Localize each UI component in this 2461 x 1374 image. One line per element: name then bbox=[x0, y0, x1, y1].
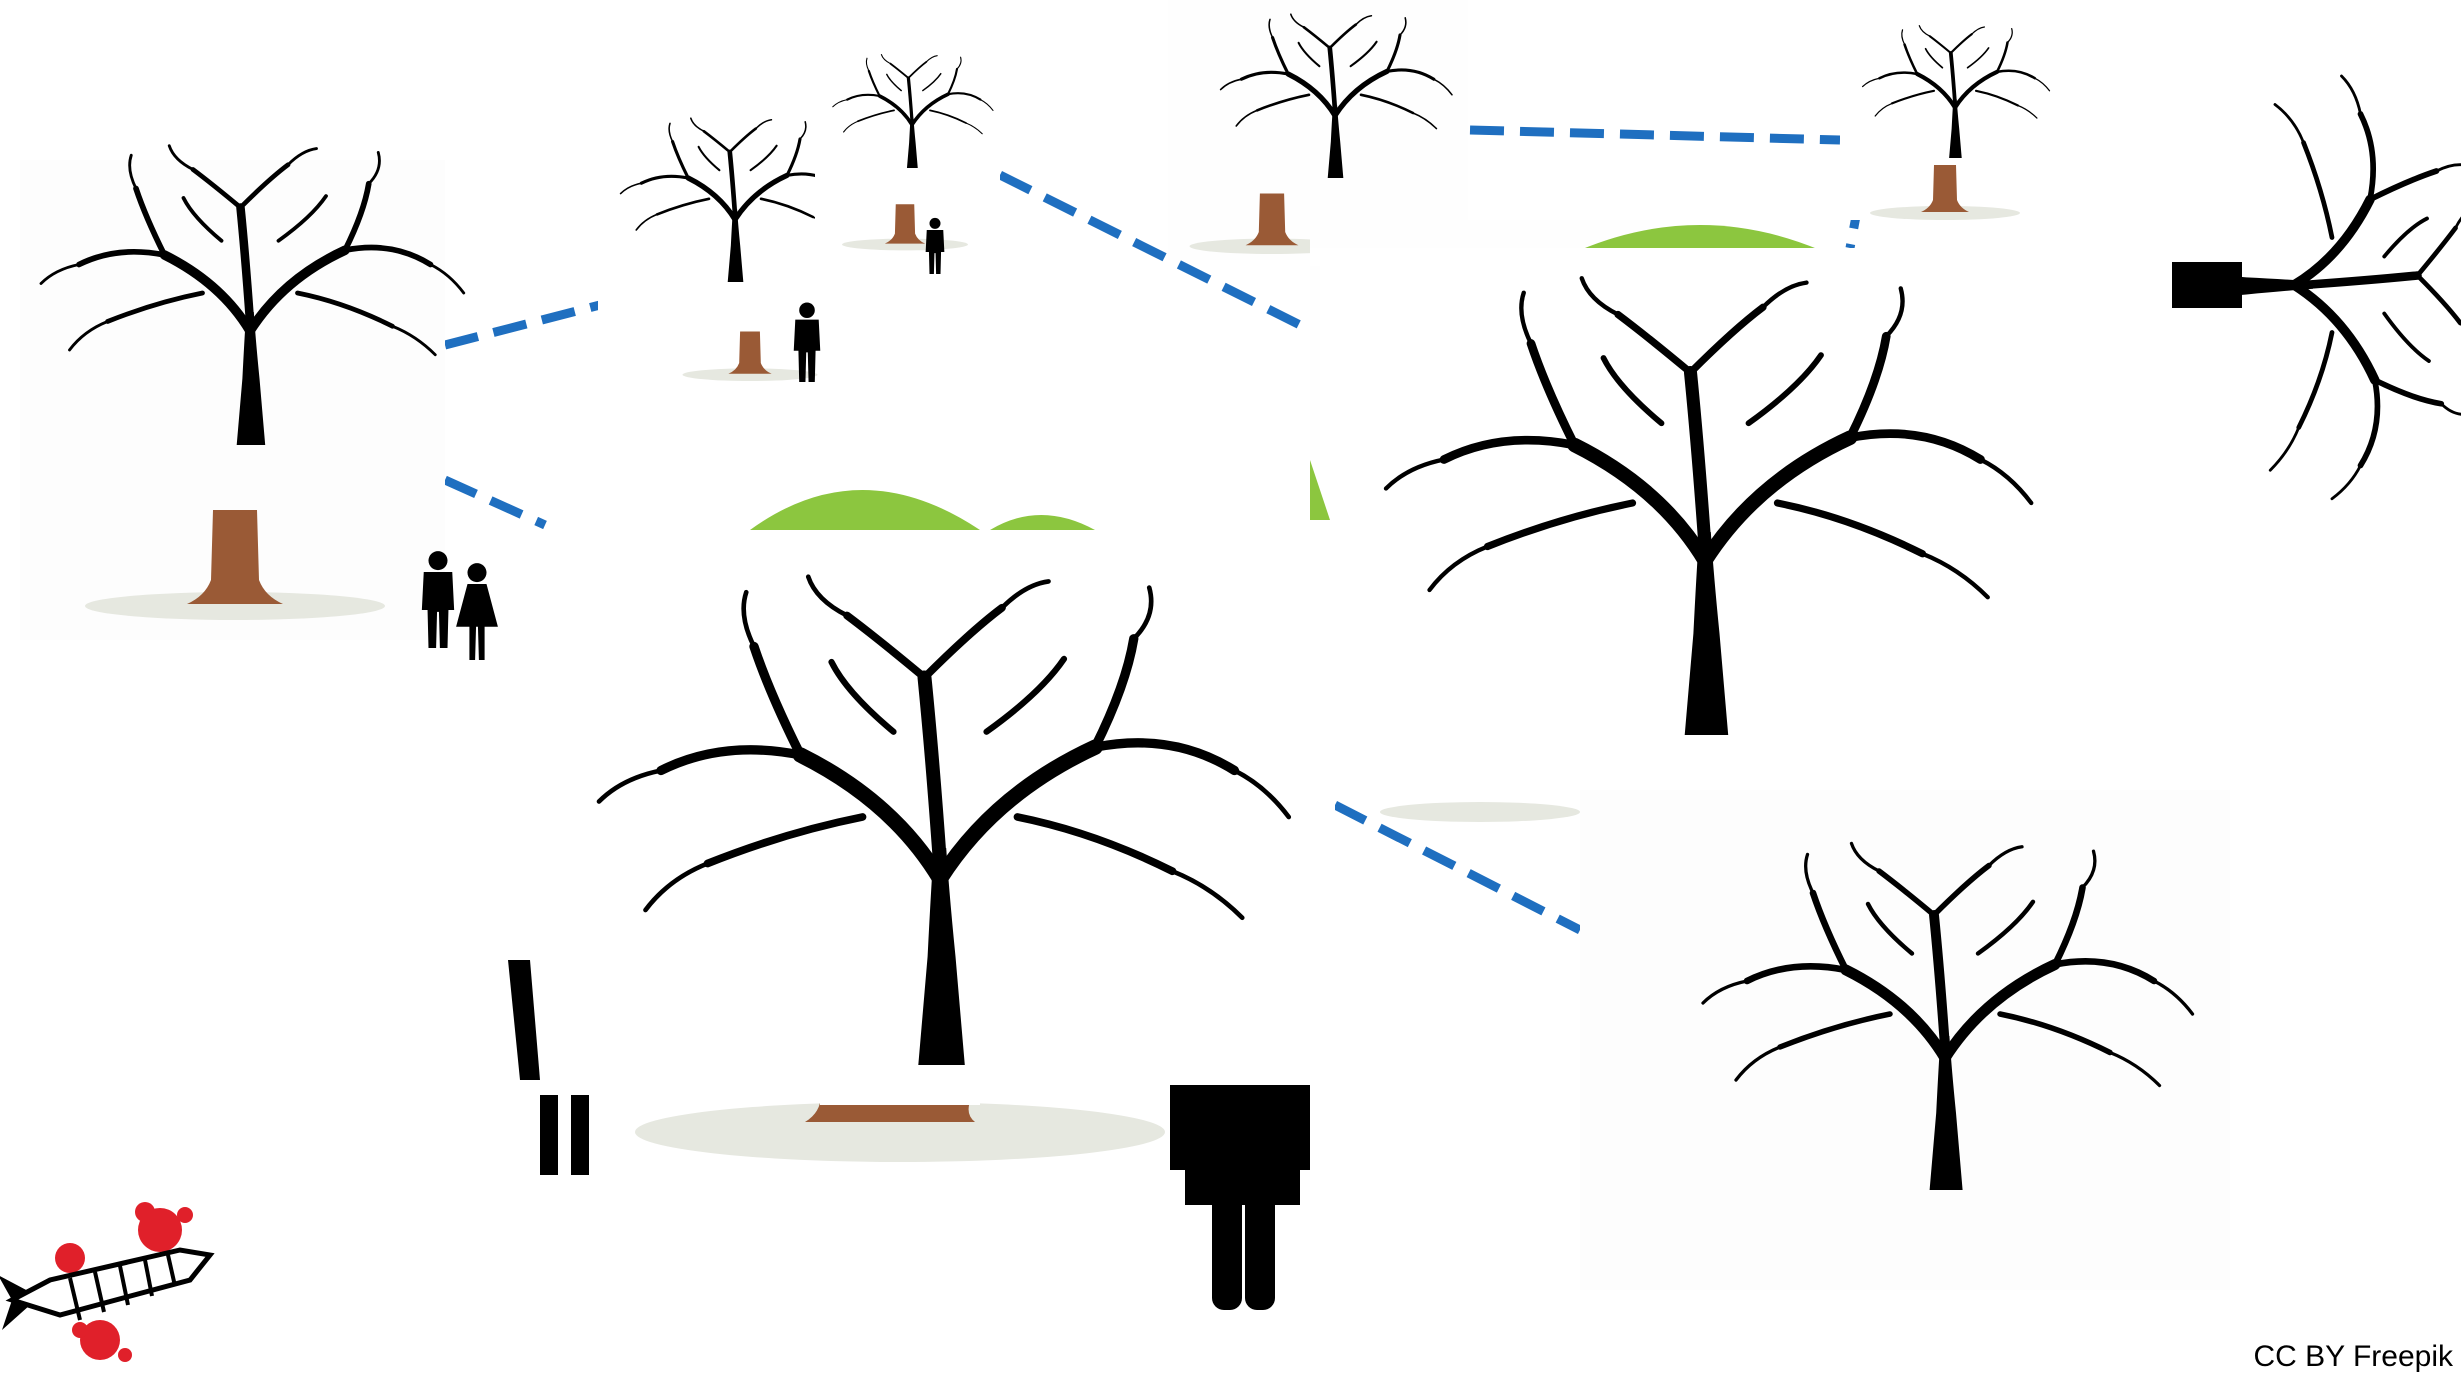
panel-tree-hill bbox=[1310, 220, 2100, 822]
panel-tree-couple bbox=[20, 146, 498, 660]
panel-tree-man-tiny bbox=[815, 50, 1000, 275]
person-icon bbox=[456, 563, 498, 660]
connector-line bbox=[997, 170, 1323, 340]
fish-skeleton-logo bbox=[0, 1202, 215, 1362]
panel-tree-bottom-right bbox=[1580, 790, 2230, 1290]
image-credit: CC BY Freepik bbox=[2253, 1340, 2453, 1373]
panel-tree-top-center bbox=[1168, 0, 1468, 260]
connector-line bbox=[443, 475, 547, 530]
connector-line bbox=[1469, 125, 1841, 145]
panel-tree-top-right bbox=[1840, 20, 2060, 220]
panel-tree-large-center bbox=[500, 490, 1335, 1310]
connector-line bbox=[443, 300, 602, 350]
panel-tree-sideways bbox=[2100, 30, 2461, 499]
connector-line bbox=[1332, 800, 1583, 935]
panel-tree-man-small bbox=[598, 118, 852, 398]
